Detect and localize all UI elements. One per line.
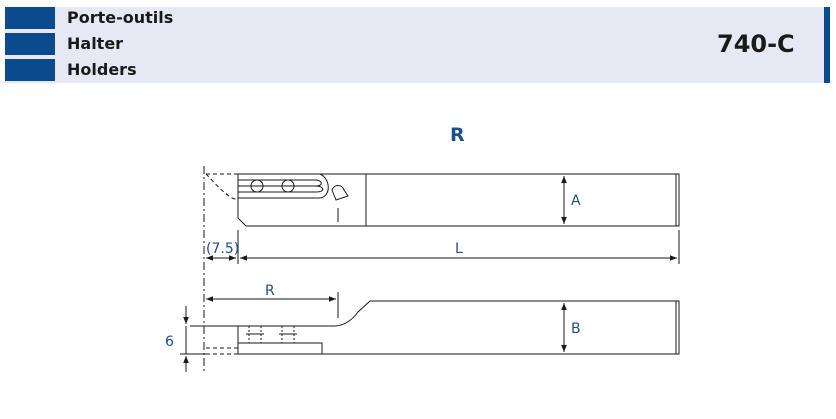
dimension-A-label: A bbox=[571, 193, 581, 209]
dimension-L-label: L bbox=[455, 241, 463, 257]
tool-seat bbox=[238, 342, 323, 354]
dimension-B-label: B bbox=[571, 321, 581, 337]
screw-head bbox=[250, 179, 264, 193]
header-accent-bar bbox=[824, 7, 830, 83]
dimension-B: B bbox=[561, 303, 581, 352]
view-label: R bbox=[450, 124, 465, 146]
holder-body-top bbox=[237, 173, 680, 227]
screw-head bbox=[281, 179, 295, 193]
dimension-R: R bbox=[206, 283, 336, 302]
header-marker bbox=[5, 7, 55, 29]
title-german: Halter bbox=[67, 34, 124, 53]
title-french: Porte-outils bbox=[67, 8, 174, 27]
product-header: Porte-outils Halter Holders 740-C bbox=[5, 7, 830, 83]
header-marker bbox=[5, 33, 55, 55]
dimension-height-label: 6 bbox=[165, 334, 174, 350]
dimension-offset-label: (7.5) bbox=[206, 241, 239, 257]
header-marker bbox=[5, 59, 55, 81]
dimension-L bbox=[206, 230, 680, 264]
side-view bbox=[190, 292, 680, 355]
holder-body-side bbox=[237, 300, 680, 355]
dimension-height bbox=[180, 306, 206, 372]
title-english: Holders bbox=[67, 60, 137, 79]
dimension-A: A bbox=[561, 176, 581, 224]
top-view bbox=[203, 166, 680, 372]
clamp-notch bbox=[331, 185, 349, 201]
product-code: 740-C bbox=[717, 30, 795, 58]
dimension-R-label: R bbox=[265, 283, 275, 299]
hidden-tool-outline bbox=[205, 173, 239, 201]
